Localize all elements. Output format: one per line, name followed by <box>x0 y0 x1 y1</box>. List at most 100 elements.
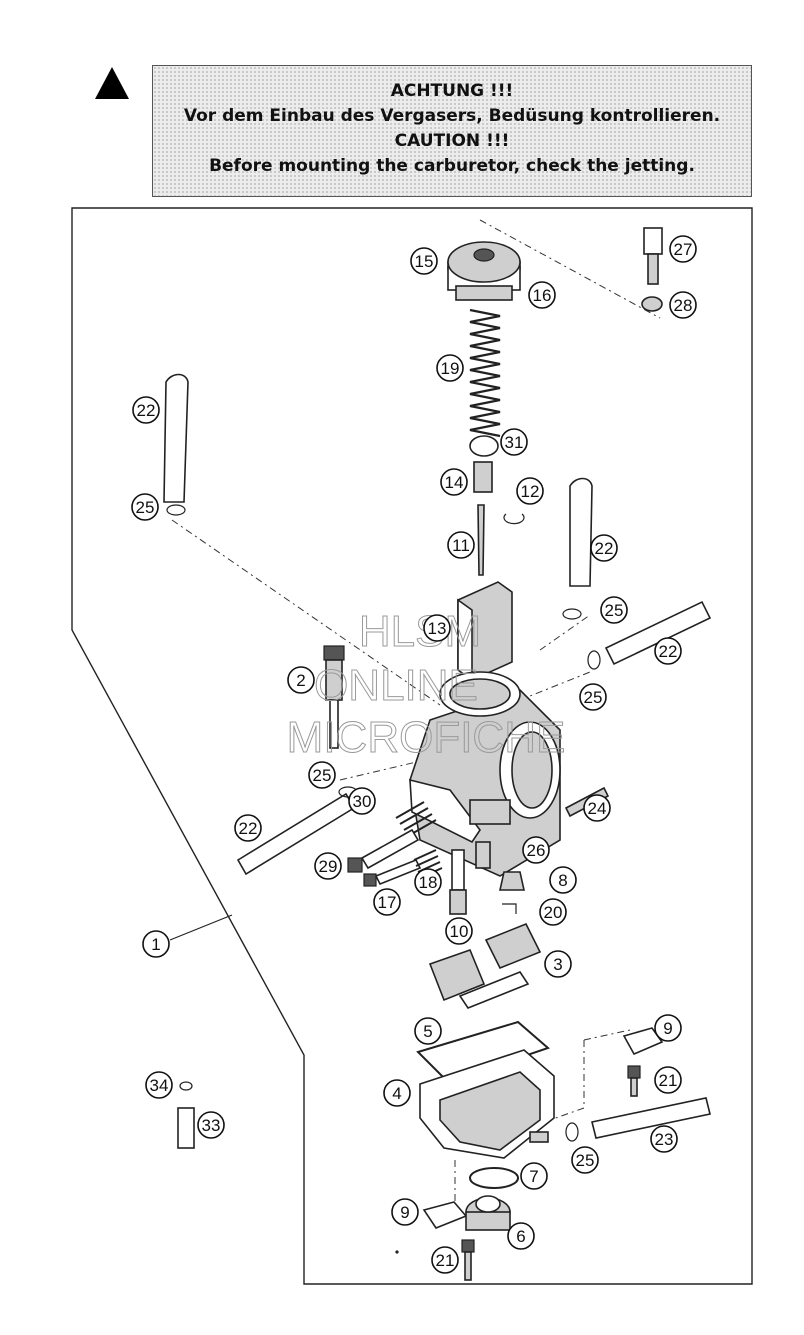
callout-21-right: 21 <box>654 1066 682 1094</box>
float-bowl-gasket <box>416 1020 550 1084</box>
callout-12: 12 <box>516 477 544 505</box>
hose-clamp-bottom <box>565 1122 579 1142</box>
callout-5: 5 <box>414 1017 442 1045</box>
svg-text:27: 27 <box>674 240 693 259</box>
callout-23: 23 <box>650 1125 678 1153</box>
svg-text:22: 22 <box>659 642 678 661</box>
svg-text:30: 30 <box>353 792 372 811</box>
bowl-screw-right <box>627 1065 641 1097</box>
stray-dot <box>395 1250 399 1254</box>
caution-line-german-text: Vor dem Einbau des Vergasers, Bedüsung k… <box>183 106 721 126</box>
svg-text:16: 16 <box>533 286 552 305</box>
drain-plug <box>465 1195 511 1231</box>
hose-clamp-top-right <box>562 608 582 620</box>
svg-text:25: 25 <box>576 1151 595 1170</box>
svg-text:25: 25 <box>605 601 624 620</box>
svg-text:3: 3 <box>553 955 562 974</box>
svg-text:1: 1 <box>151 935 160 954</box>
callout-8: 8 <box>549 866 577 894</box>
watermark: HLSM ONLINE MICROFICHE <box>286 607 566 763</box>
callout-22-top-right: 22 <box>590 534 618 562</box>
carburetor-top-cap <box>447 241 521 301</box>
needle-holder <box>473 461 493 493</box>
svg-text:11: 11 <box>452 536 470 555</box>
caution-line-english-title: CAUTION !!! <box>394 131 510 151</box>
callout-3: 3 <box>544 950 572 978</box>
callout-29: 29 <box>314 852 342 880</box>
watermark-line-2: ONLINE <box>314 661 478 710</box>
watermark-line-1: HLSM <box>359 607 481 656</box>
svg-text:22: 22 <box>595 539 614 558</box>
svg-text:17: 17 <box>378 893 397 912</box>
pilot-jet <box>475 841 491 869</box>
callout-28: 28 <box>669 291 697 319</box>
svg-text:21: 21 <box>436 1251 455 1270</box>
svg-text:6: 6 <box>516 1227 525 1246</box>
callout-22-right: 22 <box>654 637 682 665</box>
vent-hose-top-right <box>569 477 593 587</box>
svg-text:7: 7 <box>529 1167 538 1186</box>
callout-25-top-right: 25 <box>600 596 628 624</box>
svg-text:21: 21 <box>659 1071 678 1090</box>
svg-text:24: 24 <box>588 799 607 818</box>
svg-text:29: 29 <box>319 857 338 876</box>
svg-text:2: 2 <box>296 671 305 690</box>
callout-31: 31 <box>500 428 528 456</box>
svg-text:20: 20 <box>544 903 563 922</box>
vent-hose-right <box>604 600 712 666</box>
bowl-bracket-right <box>622 1027 664 1056</box>
mixture-screw <box>363 858 422 887</box>
callout-6: 6 <box>507 1222 535 1250</box>
callout-2: 2 <box>287 666 315 694</box>
svg-text:5: 5 <box>423 1022 432 1041</box>
hose-clamp-top-left <box>166 504 186 516</box>
drain-plug-o-ring <box>469 1167 519 1189</box>
cable-adjuster-screw <box>643 227 663 285</box>
svg-text:22: 22 <box>137 401 156 420</box>
callout-9-left: 9 <box>391 1198 419 1226</box>
callout-33: 33 <box>197 1111 225 1139</box>
vent-hose-top-left <box>163 373 189 503</box>
svg-text:12: 12 <box>521 482 540 501</box>
callout-22-left: 22 <box>234 814 262 842</box>
callout-10: 10 <box>445 917 473 945</box>
callout-22-top-left: 22 <box>132 396 160 424</box>
throttle-spring <box>469 308 501 438</box>
svg-text:25: 25 <box>584 688 603 707</box>
callout-14: 14 <box>440 468 468 496</box>
main-jet <box>499 871 525 891</box>
bowl-bracket-left <box>422 1201 468 1229</box>
svg-text:28: 28 <box>674 296 693 315</box>
svg-text:25: 25 <box>136 498 155 517</box>
callout-27: 27 <box>669 235 697 263</box>
svg-text:15: 15 <box>415 252 434 271</box>
svg-text:31: 31 <box>505 433 524 452</box>
callout-19: 19 <box>436 354 464 382</box>
needle-clip-cap <box>469 435 499 457</box>
callout-13: 13 <box>423 614 451 642</box>
callout-7: 7 <box>520 1162 548 1190</box>
svg-text:9: 9 <box>663 1019 672 1038</box>
idle-screw <box>347 828 420 873</box>
svg-text:23: 23 <box>655 1130 674 1149</box>
hose-clamp-right <box>587 650 601 670</box>
callout-11: 11 <box>447 531 475 559</box>
adjuster-nut <box>641 296 663 312</box>
throttle-slide <box>457 581 513 682</box>
callout-20: 20 <box>539 898 567 926</box>
svg-text:4: 4 <box>392 1084 401 1103</box>
carburetor-body <box>409 671 561 877</box>
caution-line-english-text: Before mounting the carburetor, check th… <box>209 156 695 176</box>
assembly-lines <box>169 219 661 1205</box>
spare-o-ring <box>179 1081 193 1091</box>
caution-notice: ACHTUNG !!! Vor dem Einbau des Vergasers… <box>152 65 752 197</box>
needle-clip <box>503 513 525 525</box>
svg-text:19: 19 <box>441 359 460 378</box>
callout-25-right: 25 <box>579 683 607 711</box>
svg-text:13: 13 <box>428 619 447 638</box>
callout-24: 24 <box>583 794 611 822</box>
svg-text:33: 33 <box>202 1116 221 1135</box>
mixture-spring <box>413 849 443 879</box>
callout-4: 4 <box>383 1079 411 1107</box>
